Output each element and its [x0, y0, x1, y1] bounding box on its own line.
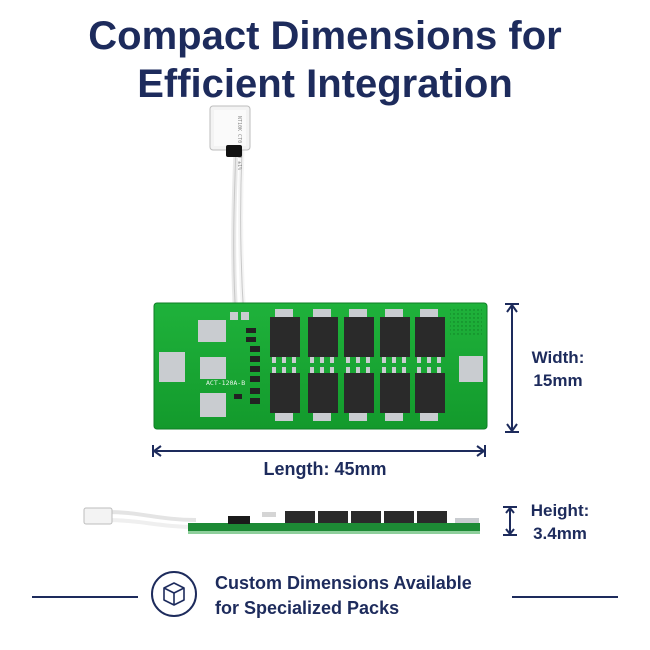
- width-label-text: Width:: [531, 348, 585, 367]
- solder-pad: [200, 357, 226, 379]
- footer-line-2: for Specialized Packs: [215, 598, 400, 618]
- height-value-text: 3.4mm: [533, 524, 587, 543]
- footer-message: Custom Dimensions Available for Speciali…: [215, 571, 515, 621]
- page-title-line-1: Compact Dimensions for: [88, 14, 562, 58]
- footer-divider-left: [32, 596, 138, 598]
- width-dimension-label: Width: 15mm: [518, 346, 598, 392]
- height-label-text: Height:: [530, 501, 590, 520]
- cube-icon: [163, 582, 185, 606]
- mosfet-row-top: [270, 309, 445, 363]
- solder-pad: [198, 320, 226, 342]
- length-dimension-label: Length: 45mm: [263, 459, 387, 479]
- thermistor-sensor: NT10K CT0 3950 ±1%: [209, 105, 251, 321]
- height-dimension-label: Height: 3.4mm: [520, 499, 600, 545]
- width-dimension-arrow: [505, 303, 519, 433]
- mosfet-row-bottom: [270, 367, 445, 421]
- board-label: ACT-120A-B: [206, 379, 245, 387]
- width-value-text: 15mm: [533, 371, 583, 390]
- height-dimension-arrow: [503, 506, 517, 536]
- solder-pad: [459, 356, 483, 382]
- length-dimension-arrow: [152, 445, 486, 457]
- page-title-line-2: Efficient Integration: [137, 62, 513, 106]
- solder-pad: [159, 352, 185, 382]
- solder-pad: [200, 393, 226, 417]
- pcb-top-view: ACT-120A-B: [153, 302, 488, 430]
- cube-icon-badge: [151, 571, 197, 617]
- sensor-marking: NT10K CT0 3950 ±1%: [236, 116, 242, 170]
- pcb-side-view: [83, 507, 480, 534]
- footer-line-1: Custom Dimensions Available: [215, 573, 472, 593]
- footer-divider-right: [512, 596, 618, 598]
